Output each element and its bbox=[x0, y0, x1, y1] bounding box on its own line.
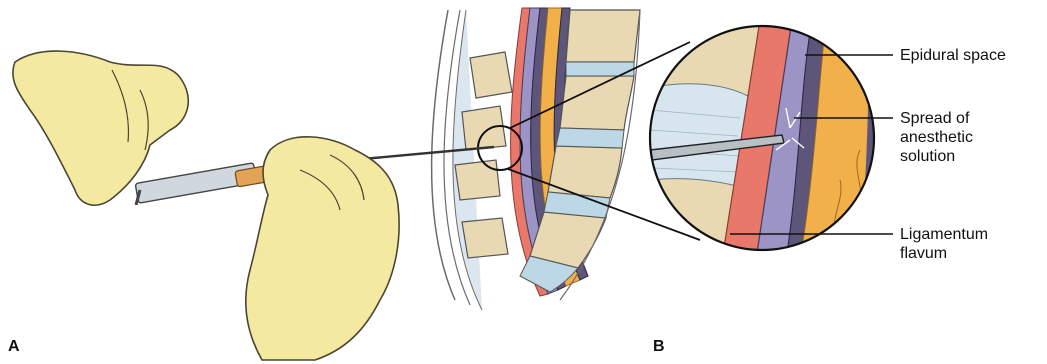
spread-of-anesthetic-label: Spread of anesthetic solution bbox=[900, 109, 973, 166]
ligamentum-flavum-label: Ligamentum flavum bbox=[900, 225, 988, 263]
spine-section bbox=[432, 8, 640, 310]
zoom-detail bbox=[640, 20, 890, 260]
epidural-space-label: Epidural space bbox=[900, 46, 1006, 65]
gloved-hands bbox=[13, 51, 494, 360]
panel-b-label: B bbox=[653, 338, 665, 356]
panel-a-label: A bbox=[8, 338, 20, 356]
